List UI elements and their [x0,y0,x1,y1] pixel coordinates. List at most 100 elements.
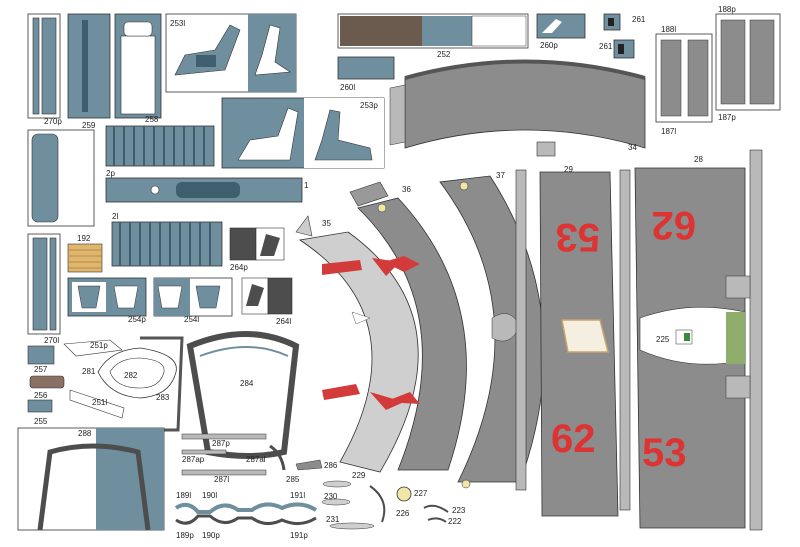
label-189p: 189p [176,531,194,540]
part-264l [241,277,293,315]
part-287l [181,469,267,476]
part-251p [63,339,123,357]
part-261-bottom-slot [618,44,624,54]
part-287p [181,433,267,440]
part-286 [295,459,323,471]
part-253p-seat [221,97,385,169]
label-260p: 260p [540,41,558,50]
part-223 [423,504,449,513]
part-254p [67,277,147,317]
part-256 [29,375,65,389]
part-287ap [181,449,227,455]
part-227 [396,486,412,502]
part-288-frame [17,427,165,531]
label-251p: 251p [90,341,108,350]
part-260p [536,13,586,39]
label-1: 1 [304,181,309,190]
label-287al: 287al [246,455,266,464]
part-260l [337,56,395,80]
label-35: 35 [322,219,331,228]
label-252: 252 [437,50,451,59]
label-2l: 2l [112,212,118,221]
label-192: 192 [77,234,91,243]
part-192-wood [67,243,103,273]
label-29: 29 [564,165,573,174]
label-225: 225 [656,335,670,344]
label-259: 259 [82,121,96,130]
label-261-top: 261 [632,15,646,24]
part-1-hull-strip [105,177,303,203]
deck-number-62-top: 62 [652,203,697,247]
label-287l: 287l [214,475,229,484]
label-229: 229 [352,471,366,480]
part-2l-ribbed [111,221,223,267]
part-34-curved-deck [389,59,646,149]
label-2p: 2p [106,169,115,178]
part-270p [27,13,61,119]
label-37: 37 [496,171,505,180]
label-261-bottom: 261 [599,42,613,51]
label-188p: 188p [718,5,736,14]
part-284-frame [186,331,300,459]
part-255 [27,399,53,413]
part-285 [269,444,286,471]
label-222: 222 [448,517,462,526]
label-283: 283 [156,393,170,402]
part-226 [369,485,386,523]
part-253l-seat [165,13,297,93]
label-28: 28 [694,155,703,164]
label-255: 255 [34,417,48,426]
label-260l: 260l [340,83,355,92]
part-189-191-cluster [174,502,318,525]
label-286: 286 [324,461,338,470]
label-227: 227 [414,489,428,498]
label-284: 284 [240,379,254,388]
label-258: 258 [145,115,159,124]
part-229 [322,480,352,488]
deck-number-53-bottom: 53 [642,431,687,475]
part-188-187-panels [655,13,781,123]
part-36-arc-deck [349,181,467,471]
deck-number-62-bottom: 62 [551,417,596,461]
part-230 [321,498,351,506]
part-282-283-frame [97,336,184,432]
label-281: 281 [82,367,96,376]
part-270l [27,233,61,335]
part-251l [69,389,125,419]
label-287p: 287p [212,439,230,448]
label-270l: 270l [44,336,59,345]
label-36: 36 [402,185,411,194]
part-29-flight-deck: 53 62 [515,141,619,517]
label-34: 34 [628,143,637,152]
label-223: 223 [452,506,466,515]
label-254l: 254l [184,315,199,324]
label-191p: 191p [290,531,308,540]
label-256: 256 [34,391,48,400]
part-222 [427,517,447,523]
label-188l: 188l [661,25,676,34]
label-187l: 187l [661,127,676,136]
label-251l: 251l [92,398,107,407]
label-285: 285 [286,475,300,484]
label-253l: 253l [170,19,185,28]
label-257: 257 [34,365,48,374]
label-270p: 270p [44,117,62,126]
deck-number-53-top: 53 [556,215,601,259]
label-231: 231 [326,515,340,524]
label-187p: 187p [718,113,736,122]
label-287ap: 287ap [182,455,205,464]
part-28-flight-deck: 62 53 [619,149,763,531]
label-189l: 189l [176,491,191,500]
part-cockpit-sides [67,13,162,119]
part-258-ribbed [105,125,215,167]
part-254l [153,277,233,317]
label-230: 230 [324,492,338,501]
part-35-arc-deck [295,215,419,473]
label-190l: 190l [202,491,217,500]
label-282: 282 [124,371,138,380]
label-264p: 264p [230,263,248,272]
part-264p [229,227,285,261]
label-226: 226 [396,509,410,518]
part-257 [27,345,55,365]
label-288: 288 [78,429,92,438]
